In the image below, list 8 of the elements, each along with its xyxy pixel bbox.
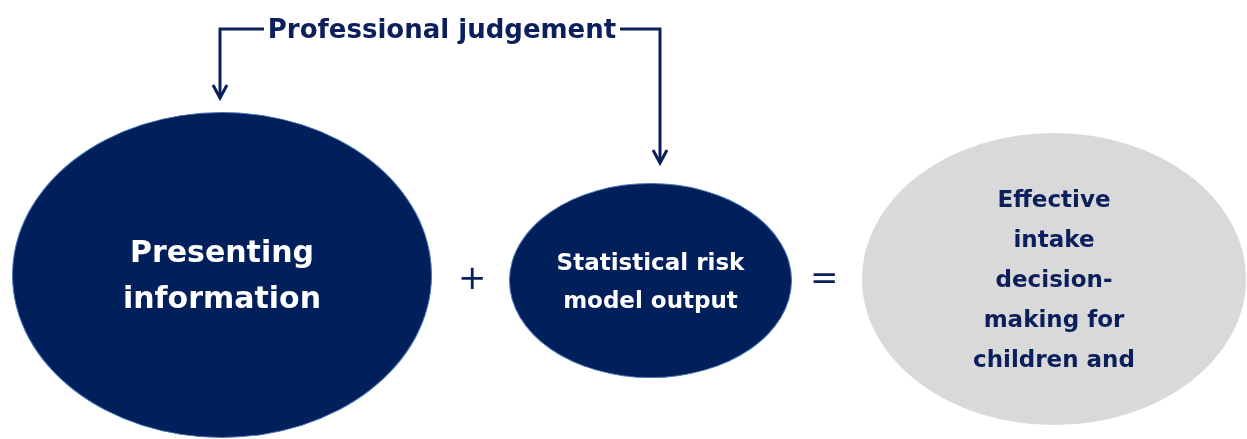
ellipse-node: Effective intake decision-making for children and <box>862 133 1246 425</box>
ellipse-node: Statistical risk model output <box>509 183 792 378</box>
operator-sign: = <box>810 260 839 294</box>
ellipse-node: Presenting information <box>12 112 432 438</box>
arrow <box>620 27 669 165</box>
arrow <box>211 27 264 100</box>
operator-sign: + <box>458 260 487 294</box>
label-text: Professional judgement <box>264 12 620 46</box>
